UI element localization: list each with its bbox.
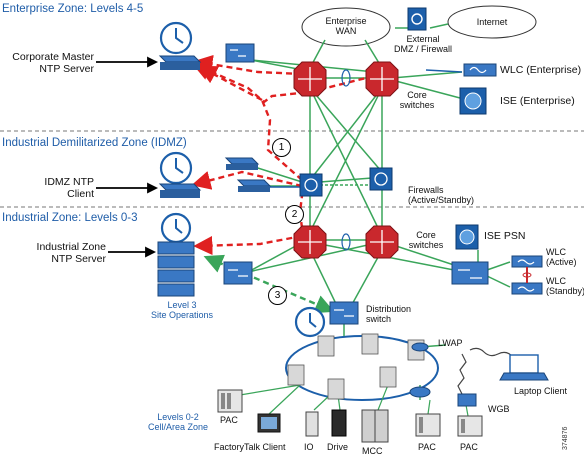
step-1-marker: 1 — [272, 138, 291, 157]
firewall-active-icon — [299, 173, 323, 197]
enterprise-wan-label: Enterprise WAN — [325, 16, 367, 36]
level3-label: Level 3 Site Operations — [150, 300, 214, 320]
enterprise-wan-cloud-icon — [301, 7, 391, 47]
industrial-core-left-icon — [293, 225, 327, 259]
corporate-ntp-server-icon — [158, 21, 202, 70]
pac-controller-1-icon — [217, 389, 243, 413]
pac-3-label: PAC — [460, 442, 478, 452]
drive-icon — [331, 409, 347, 437]
core-router-left-icon — [293, 61, 327, 97]
core-router-right-icon — [365, 61, 399, 97]
industrial-ntp-server-icon — [157, 212, 195, 297]
lwap-label: LWAP — [438, 338, 463, 348]
ise-enterprise-icon — [459, 87, 487, 115]
ise-psn-icon — [455, 224, 479, 250]
core-switches-mid-label: Core switches — [408, 230, 444, 250]
wgb-label: WGB — [488, 404, 510, 414]
wlc-standby-label: WLC (Standby) — [546, 276, 584, 296]
zone-title-idmz: Industrial Demilitarized Zone (IDMZ) — [2, 137, 187, 149]
mcc-label: MCC — [362, 446, 383, 456]
wlc-active-label: WLC (Active) — [546, 247, 577, 267]
wlc-active-icon — [511, 255, 543, 268]
step-2-marker: 2 — [285, 205, 304, 224]
firewalls-label: Firewalls (Active/Standby) — [408, 185, 475, 205]
lwap-icon — [411, 342, 429, 352]
industrial-ntp-label: Industrial Zone NTP Server — [36, 241, 106, 265]
label-arrows — [96, 56, 159, 258]
io-module-icon — [305, 411, 319, 437]
etherchannel-industrial-icon — [341, 233, 351, 251]
pac-2-label: PAC — [418, 442, 436, 452]
wireless-link — [457, 353, 467, 395]
ntp-path-idmz — [191, 170, 304, 256]
idmz-switch-top-icon — [224, 157, 260, 170]
wlc-standby-icon — [511, 282, 543, 295]
pac-controller-3-icon — [457, 415, 483, 437]
ring-switch-icons — [287, 333, 425, 400]
core-switches-top-label: Core switches — [399, 90, 435, 110]
zone-title-industrial: Industrial Zone: Levels 0-3 — [2, 212, 138, 224]
external-firewall-icon — [407, 7, 427, 31]
ise-psn-label: ISE PSN — [484, 230, 526, 242]
internet-label: Internet — [476, 17, 508, 27]
figure-id: 374876 — [562, 426, 569, 450]
wlc-enterprise-label: WLC (Enterprise) — [500, 64, 582, 76]
industrial-switch-icon — [451, 261, 489, 285]
wgb-icon — [457, 393, 477, 407]
mcc-icon — [361, 409, 389, 443]
pac-1-label: PAC — [220, 415, 238, 425]
distribution-label: Distribution switch — [366, 304, 412, 324]
internet-cloud-icon — [447, 5, 537, 39]
ntp-path-enterprise — [191, 54, 375, 181]
etherchannel-icon — [341, 69, 351, 87]
level3-switch-icon — [223, 261, 253, 285]
corporate-ntp-label: Corporate Master NTP Server — [12, 51, 94, 75]
enterprise-switch-icon — [225, 43, 255, 63]
distribution-switch-icon — [329, 301, 359, 325]
zone-title-enterprise: Enterprise Zone: Levels 4-5 — [2, 3, 144, 15]
factorytalk-client-icon — [257, 413, 281, 433]
pac-controller-2-icon — [415, 413, 441, 437]
laptop-label: Laptop Client — [514, 386, 568, 396]
levels02-label: Levels 0-2 Cell/Area Zone — [147, 412, 209, 432]
io-label: IO — [304, 442, 314, 452]
distribution-clock-icon — [294, 306, 326, 338]
step-3-marker: 3 — [268, 286, 287, 305]
external-dmz-label: External DMZ / Firewall — [394, 34, 452, 54]
ise-enterprise-label: ISE (Enterprise) — [500, 95, 575, 107]
factorytalk-label: FactoryTalk Client — [214, 442, 286, 452]
industrial-core-right-icon — [365, 225, 399, 259]
wlc-ha-link-icon — [522, 267, 532, 283]
idmz-ntp-label: IDMZ NTP Client — [44, 176, 94, 200]
idmz-ntp-client-icon — [158, 151, 202, 198]
pac-router-icon — [409, 386, 431, 398]
idmz-switch-bottom-icon — [236, 179, 272, 192]
laptop-icon — [499, 354, 549, 381]
firewall-standby-icon — [369, 167, 393, 191]
cell-area-ring — [239, 323, 469, 417]
wlc-enterprise-icon — [463, 63, 497, 77]
drive-label: Drive — [327, 442, 349, 452]
wireless-link-laptop — [469, 347, 513, 357]
